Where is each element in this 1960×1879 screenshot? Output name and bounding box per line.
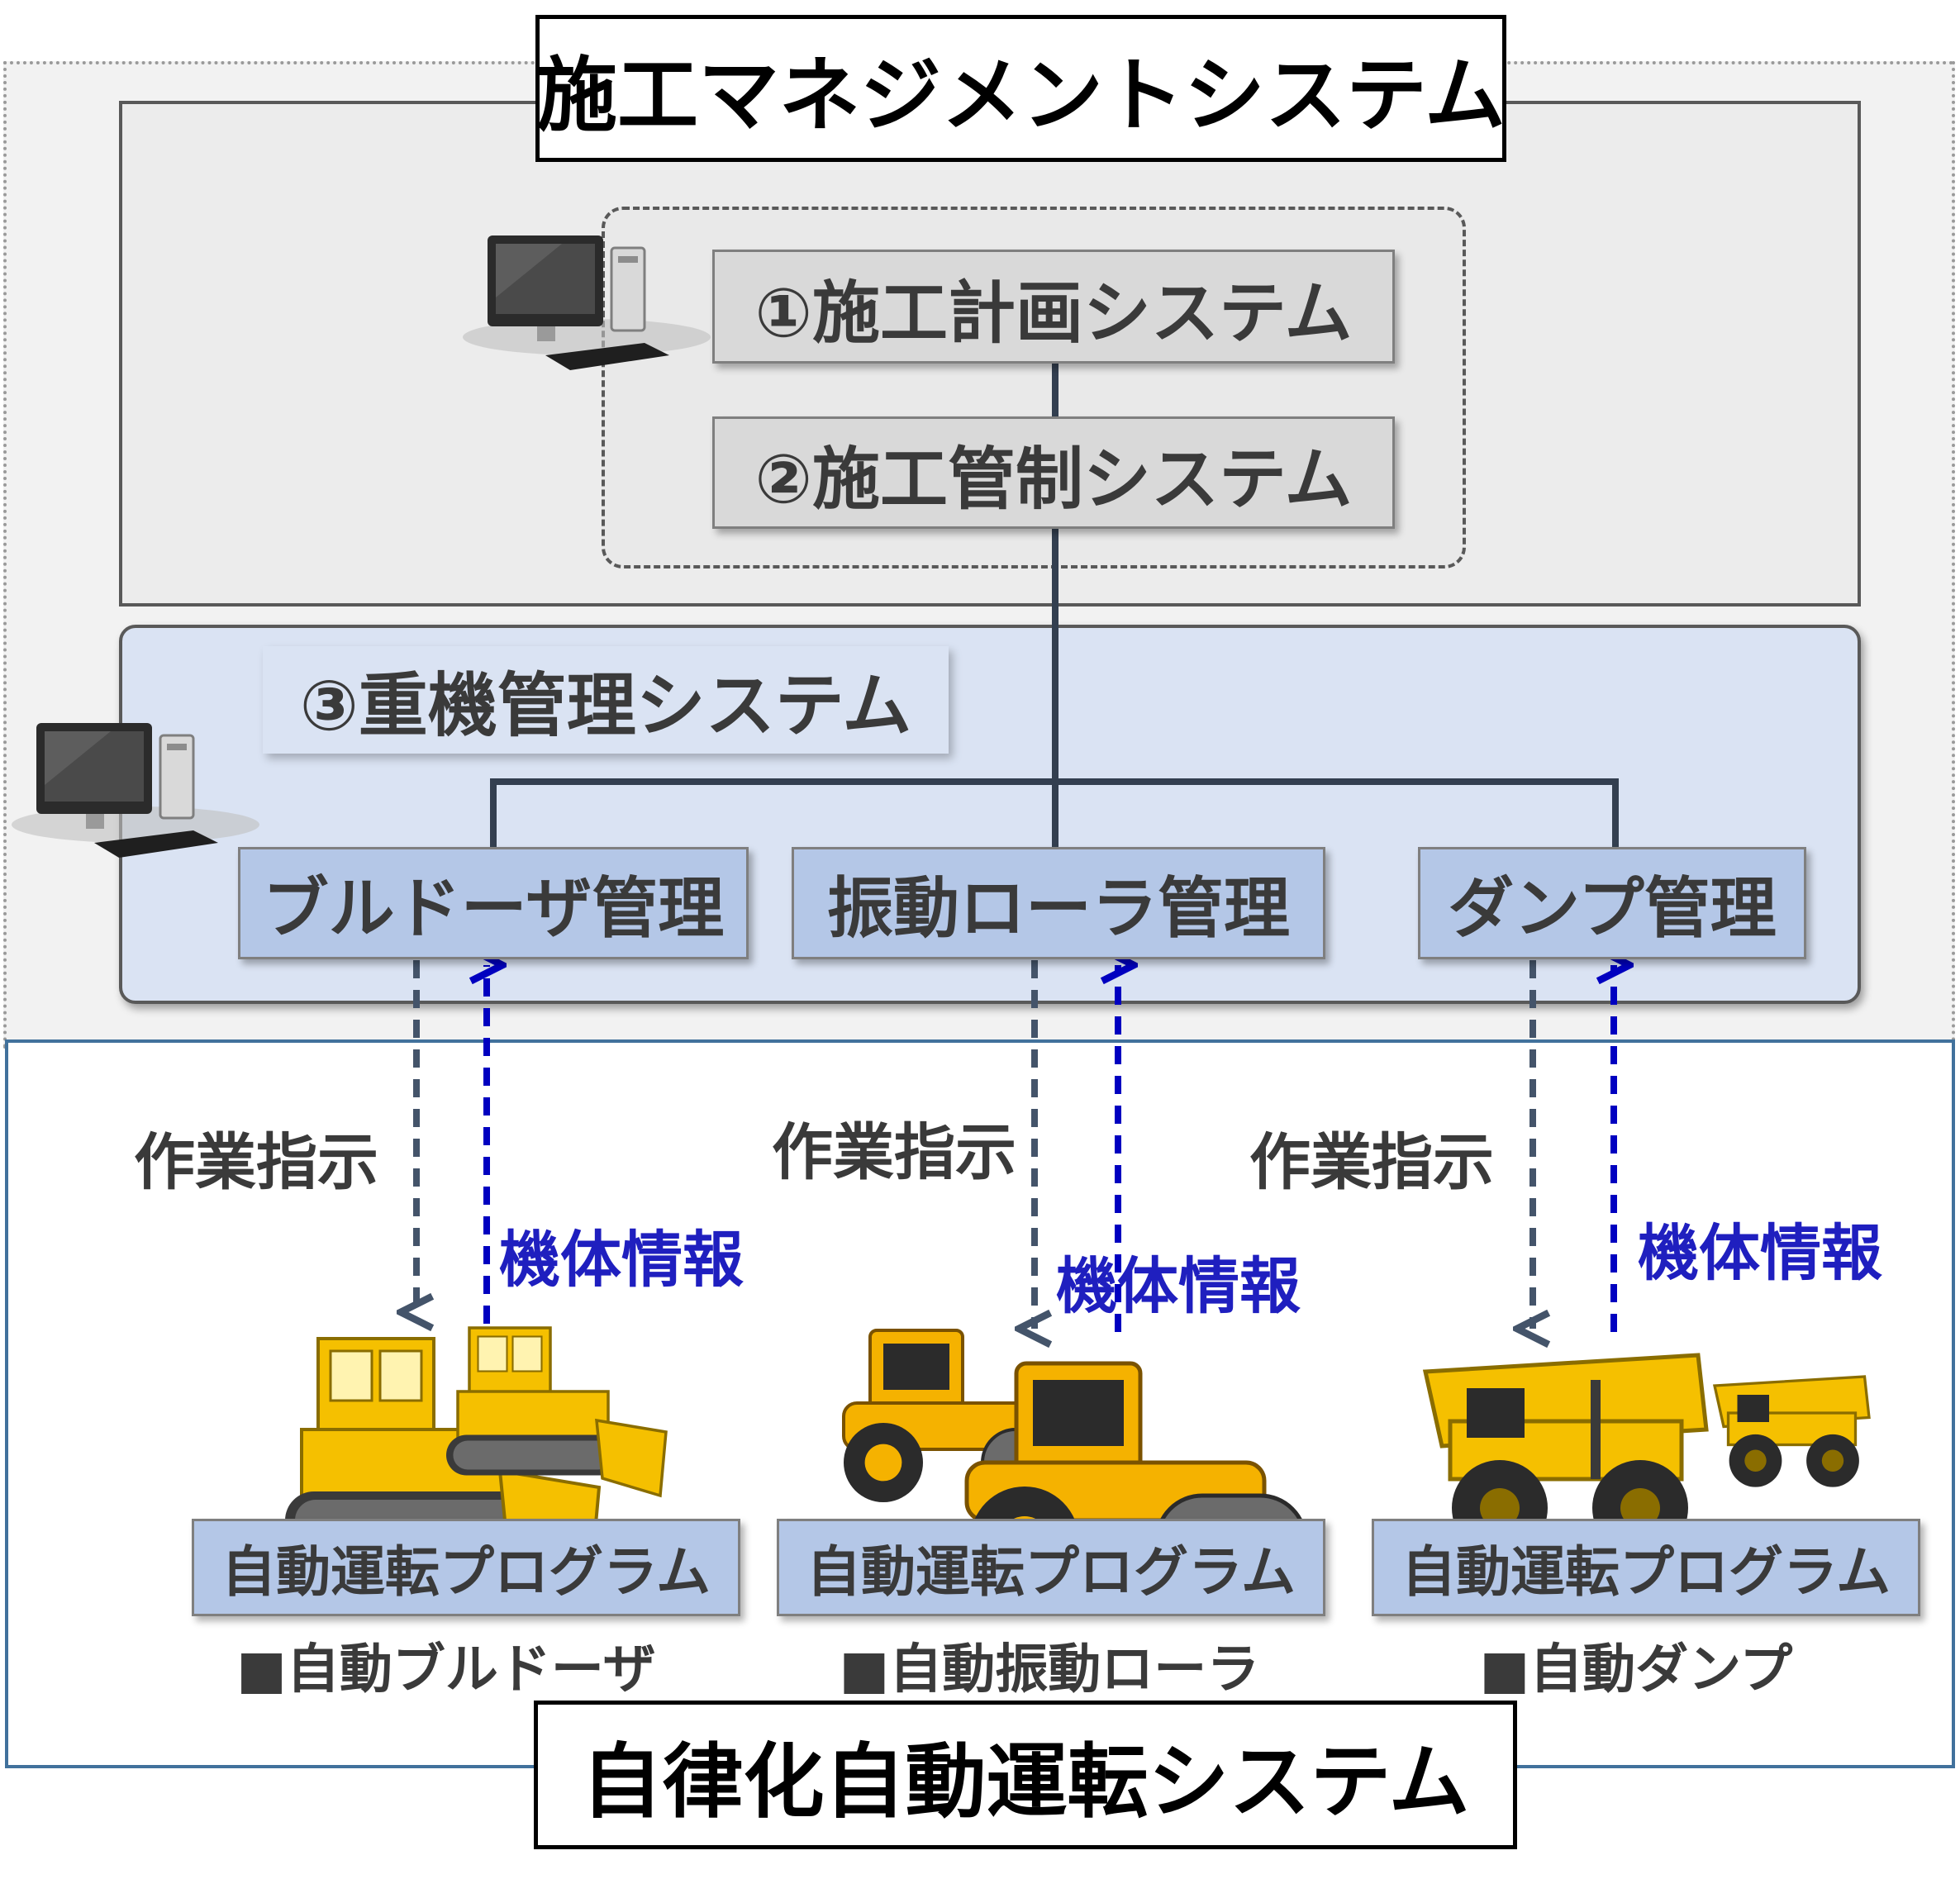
planning-system-box: ①施工計画システム [712, 250, 1395, 364]
roller-management-box: 振動ローラ管理 [792, 847, 1325, 959]
info-label-dump: 機体情報 [1638, 1217, 1882, 1289]
info-label-roller: 機体情報 [1056, 1250, 1301, 1322]
info-label-bulldozer: 機体情報 [499, 1224, 744, 1296]
bulldozer-caption: ■自動ブルドーザ [236, 1639, 656, 1701]
computer-icon [12, 723, 259, 858]
dump-truck-icon [1422, 1353, 1871, 1556]
dump-caption: ■自動ダンプ [1479, 1639, 1793, 1701]
roller-program-box: 自動運転プログラム [777, 1519, 1325, 1616]
dump-management-box: ダンプ管理 [1418, 847, 1806, 959]
control-system-box: ②施工管制システム [712, 416, 1395, 529]
bulldozer-management-box: ブルドーザ管理 [238, 847, 749, 959]
instruction-label-bulldozer: 作業指示 [134, 1126, 378, 1198]
bulldozer-program-box: 自動運転プログラム [192, 1519, 740, 1616]
roller-caption: ■自動振動ローラ [839, 1639, 1260, 1701]
instruction-label-dump: 作業指示 [1249, 1126, 1494, 1198]
dump-program-box: 自動運転プログラム [1372, 1519, 1920, 1616]
management-system-title: 施工マネジメントシステム [535, 15, 1506, 162]
info-arrows [487, 965, 1614, 1332]
heavy-machinery-system-label: ③重機管理システム [263, 646, 949, 754]
instruction-arrows [416, 960, 1533, 1329]
system-connectors [490, 364, 1619, 847]
instruction-label-roller: 作業指示 [772, 1116, 1016, 1188]
computer-icon [463, 235, 711, 370]
autonomous-system-title: 自律化自動運転システム [534, 1701, 1517, 1849]
